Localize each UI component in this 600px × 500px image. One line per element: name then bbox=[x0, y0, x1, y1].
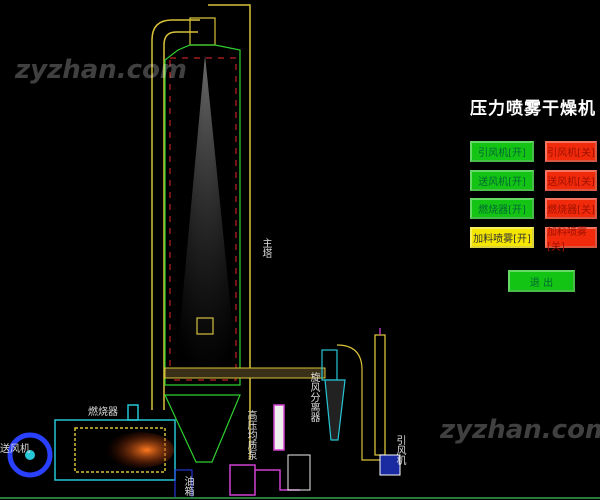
high-pressure-pump bbox=[229, 404, 300, 496]
induced-fan bbox=[379, 454, 401, 476]
feed-tank bbox=[287, 454, 311, 491]
cyclone-separator bbox=[321, 344, 380, 461]
blower-off-button[interactable]: 送风机[关] bbox=[545, 170, 597, 191]
burner-off-button[interactable]: 燃烧器[关] bbox=[545, 198, 597, 219]
label-cyclone: 旋风分离器 bbox=[308, 372, 319, 422]
induced-fan-off-button[interactable]: 引风机[关] bbox=[545, 141, 597, 162]
blower-fan bbox=[7, 432, 53, 478]
label-burner: 燃烧器 bbox=[88, 407, 118, 418]
burner-on-button[interactable]: 燃烧器[开] bbox=[470, 198, 534, 219]
feed-spray-on-button[interactable]: 加料喷雾[开] bbox=[470, 227, 534, 248]
induced-fan-on-button[interactable]: 引风机[开] bbox=[470, 141, 534, 162]
label-main-tower: 主塔 bbox=[260, 238, 271, 258]
page-title: 压力喷雾干燥机 bbox=[470, 99, 596, 119]
label-pump: 高压均质泵 bbox=[245, 410, 256, 460]
exit-button[interactable]: 退 出 bbox=[508, 270, 575, 292]
label-blower: 送风机 bbox=[0, 444, 30, 455]
feed-spray-off-button[interactable]: 加料喷雾[关] bbox=[545, 227, 597, 253]
burner-flame bbox=[106, 432, 174, 468]
label-oil-tank: 油箱 bbox=[182, 476, 193, 496]
watermark: zyzhan.com bbox=[440, 415, 600, 445]
blower-on-button[interactable]: 送风机[开] bbox=[470, 170, 534, 191]
spray-mist bbox=[175, 55, 238, 380]
watermark: zyzhan.com bbox=[15, 55, 188, 85]
label-induced-fan: 引风机 bbox=[394, 435, 405, 465]
exhaust-stack bbox=[374, 328, 386, 456]
outlet-duct bbox=[164, 367, 326, 379]
hot-air-duct bbox=[151, 4, 251, 460]
